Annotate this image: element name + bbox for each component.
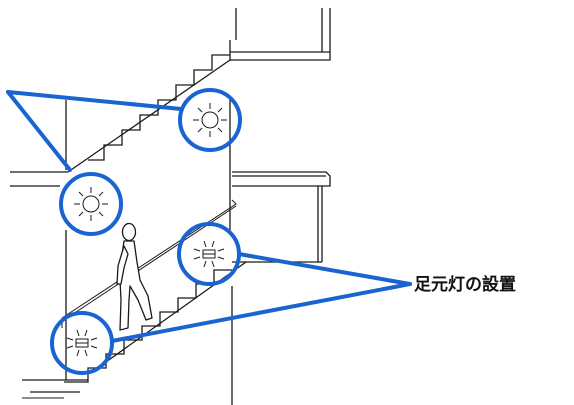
leader-line-foot-light-1 [237, 252, 412, 286]
leader-line-ceiling-light-1 [6, 90, 183, 111]
foot-light-label: 足元灯の設置 [414, 274, 516, 294]
ceiling-light-icon [193, 103, 227, 137]
leader-line-foot-light-2 [110, 282, 412, 343]
building-structure [10, 8, 331, 405]
callout-circle-ceiling-light-2 [59, 172, 123, 236]
foot-light-icon [66, 329, 98, 357]
ceiling-light-icon [74, 187, 108, 221]
foot-light-icon [193, 240, 225, 268]
callout-group [6, 88, 412, 375]
person-figure-icon [116, 222, 153, 331]
callout-circle-foot-light-2 [50, 311, 114, 375]
callout-circle-ceiling-light-1 [178, 88, 242, 152]
leader-line-ceiling-light-2 [6, 90, 72, 172]
